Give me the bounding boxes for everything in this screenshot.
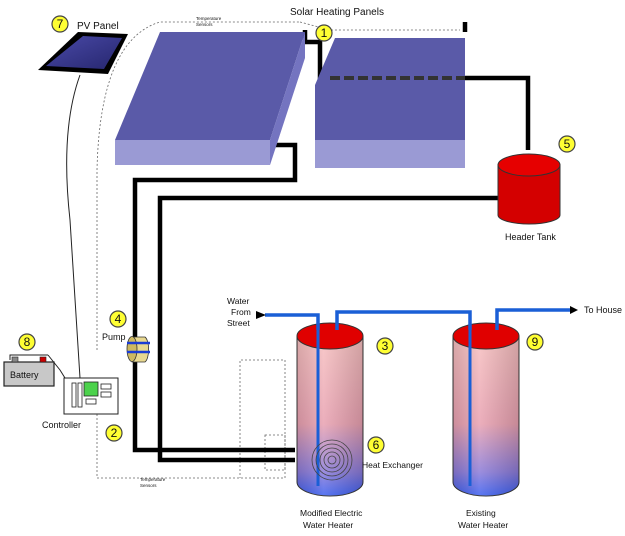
header-tank: [497, 153, 561, 225]
existing-heater-label-1: Existing: [466, 508, 496, 518]
temp-sensors-bottom-label-1: Temperature: [140, 477, 166, 482]
pump-label: Pump: [102, 332, 126, 342]
header-tank-label: Header Tank: [505, 232, 556, 242]
modified-water-heater: [296, 322, 364, 497]
svg-text:3: 3: [382, 339, 389, 353]
battery-label: Battery: [10, 370, 39, 380]
to-house-arrow: [570, 306, 578, 314]
svg-text:7: 7: [57, 17, 64, 31]
to-house-label: To House: [584, 305, 622, 315]
badge-controller: 2: [105, 424, 123, 442]
heat-exchanger-label: Heat Exchanger: [362, 460, 423, 470]
temp-sensors-top-label-1: Temperature: [196, 16, 222, 21]
pv-panel: [38, 32, 128, 74]
heat-exchanger-coil: [311, 439, 353, 481]
solar-panel-left: [115, 32, 305, 165]
solar-panels-label: Solar Heating Panels: [290, 7, 384, 18]
svg-text:8: 8: [24, 335, 31, 349]
battery: [3, 356, 55, 387]
svg-text:1: 1: [321, 26, 328, 40]
temp-sensors-bottom-label-2: Sensors: [140, 483, 157, 488]
badge-pump: 4: [109, 310, 127, 328]
controller-label: Controller: [42, 420, 81, 430]
badge-modified-heater: 3: [376, 337, 394, 355]
pv-panel-label: PV Panel: [77, 21, 119, 32]
svg-text:9: 9: [532, 335, 539, 349]
controller: [63, 377, 119, 415]
badge-header-tank: 5: [558, 135, 576, 153]
modified-heater-label-1: Modified Electric: [300, 508, 363, 518]
solar-panel-right: [315, 38, 465, 168]
water-pipes: [265, 308, 570, 330]
water-from-street-label-3: Street: [227, 318, 250, 328]
existing-heater-label-2: Water Heater: [458, 520, 508, 530]
badge-battery: 8: [18, 333, 36, 351]
sensor-wires: [96, 21, 460, 479]
svg-text:2: 2: [111, 426, 118, 440]
water-from-street-arrow: [256, 311, 266, 319]
svg-text:6: 6: [373, 438, 380, 452]
svg-text:4: 4: [115, 312, 122, 326]
badge-pv-panel: 7: [51, 15, 69, 33]
electrical-wires: [9, 74, 81, 379]
svg-text:5: 5: [564, 137, 571, 151]
temp-sensors-top-label-2: Sensors: [196, 22, 213, 27]
water-from-street-label-1: Water: [227, 296, 250, 306]
existing-water-heater: [452, 322, 520, 497]
modified-heater-label-2: Water Heater: [303, 520, 353, 530]
badge-heat-exchanger: 6: [367, 436, 385, 454]
badge-solar-panels: 1: [315, 24, 333, 42]
pump: [126, 336, 150, 363]
badge-existing-heater: 9: [526, 333, 544, 351]
water-from-street-label-2: From: [231, 307, 251, 317]
